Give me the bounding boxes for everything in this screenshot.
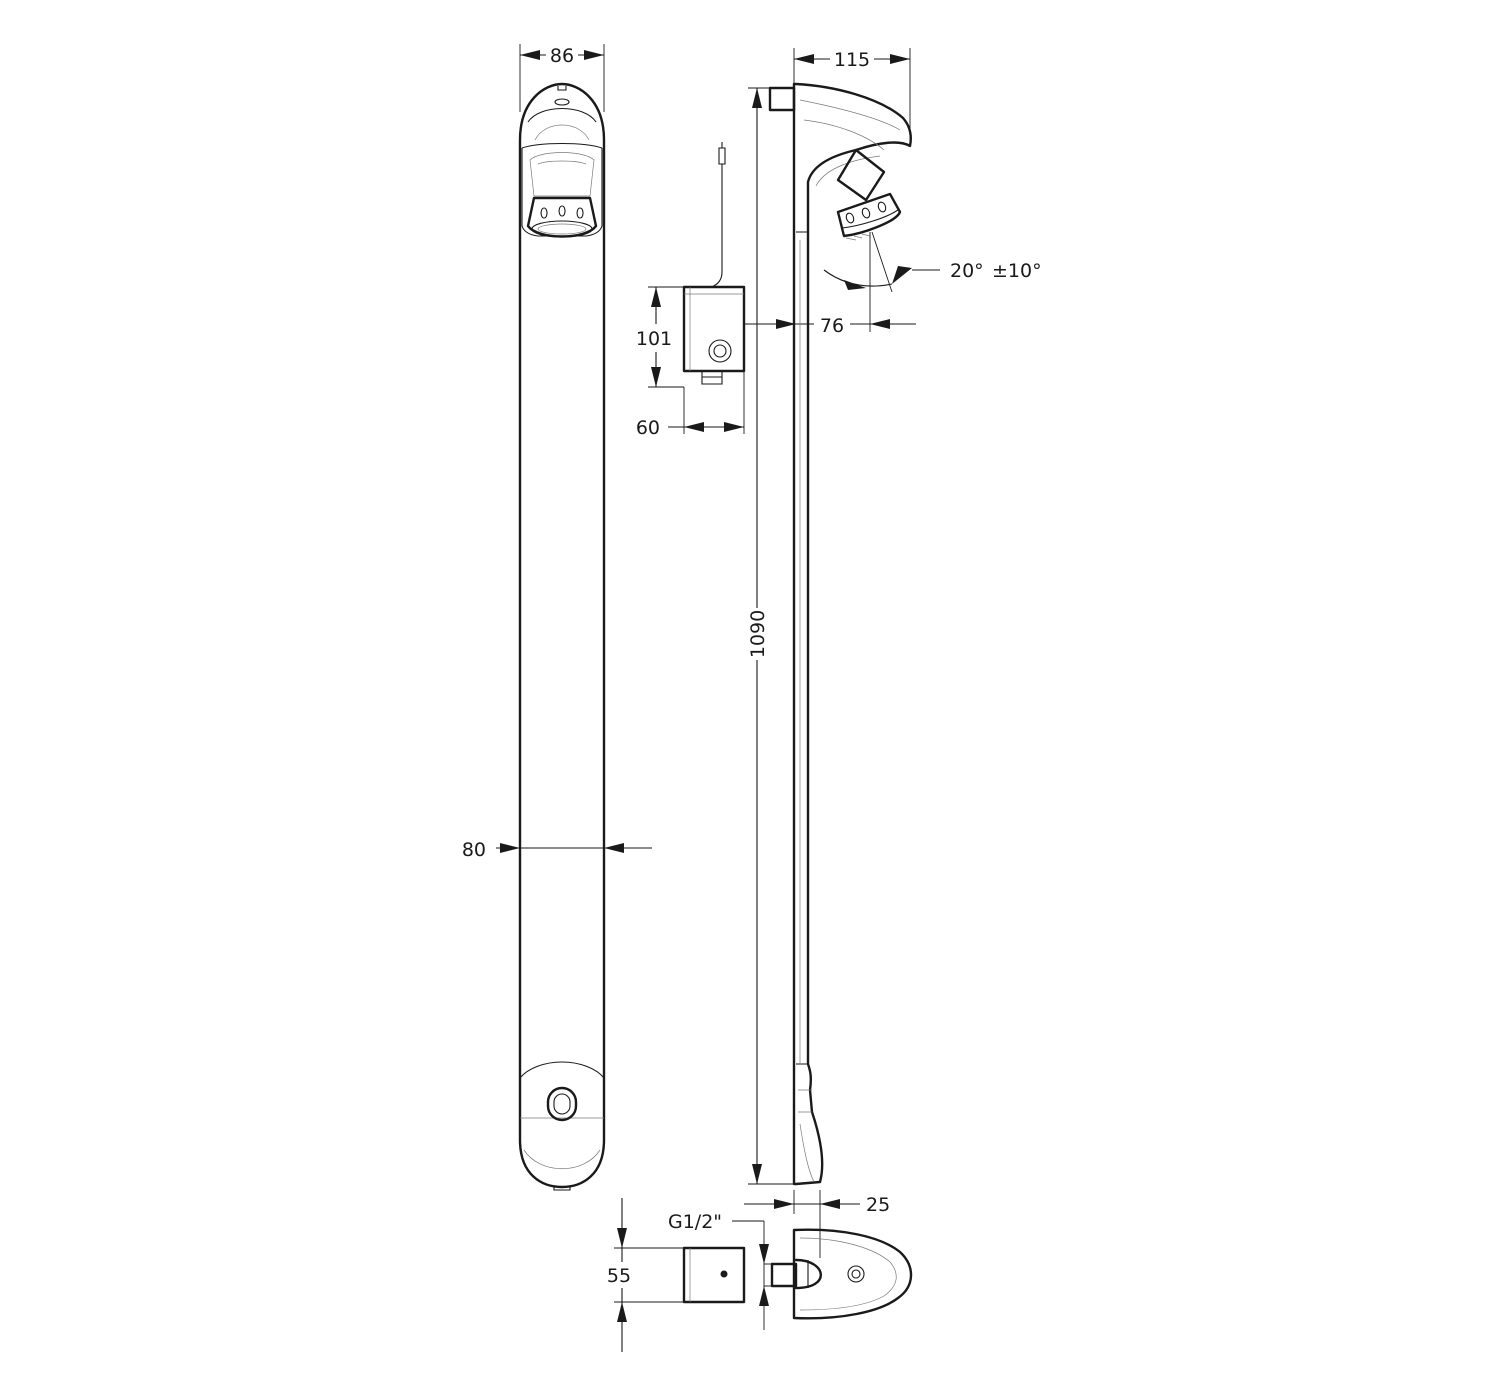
side-top-cap bbox=[768, 86, 796, 112]
dim-overall-height: 1090 bbox=[744, 87, 794, 1185]
side-nozzle-1 bbox=[845, 212, 855, 224]
dim-bottom-depth: 55 bbox=[600, 1198, 684, 1352]
dim-label-1090: 1090 bbox=[747, 610, 769, 658]
dim-label-86: 86 bbox=[550, 45, 574, 67]
spray-head bbox=[526, 196, 598, 238]
control-box bbox=[682, 142, 746, 385]
spray-nozzle-1 bbox=[540, 207, 548, 219]
side-spray-head bbox=[836, 192, 902, 238]
top-cap-curve bbox=[527, 107, 597, 123]
dim-label-55: 55 bbox=[607, 1265, 631, 1287]
spray-face-inner bbox=[537, 223, 587, 235]
dim-label-25: 25 bbox=[866, 1194, 890, 1216]
dim-label-115: 115 bbox=[834, 49, 870, 71]
front-panel-outline bbox=[518, 82, 606, 1189]
top-screw bbox=[554, 98, 570, 106]
bottom-module-curve bbox=[523, 1149, 601, 1169]
cable-connector bbox=[718, 142, 726, 165]
control-box-body bbox=[682, 285, 746, 373]
dim-front-width-top: 86 bbox=[519, 42, 605, 112]
control-box-button-outer bbox=[708, 339, 732, 363]
front-view bbox=[518, 82, 606, 1191]
dim-label-60: 60 bbox=[636, 417, 660, 439]
dim-label-angle: 20° bbox=[950, 260, 984, 282]
push-button-outer bbox=[546, 1086, 578, 1122]
dim-label-101: 101 bbox=[636, 328, 672, 350]
bottom-notch bbox=[553, 1186, 571, 1191]
dim-label-angle-tolerance: ±10° bbox=[992, 260, 1042, 282]
side-nozzle-3 bbox=[877, 201, 887, 213]
control-box-button-inner bbox=[713, 344, 727, 358]
dim-thread: G1/2" bbox=[668, 1211, 772, 1330]
inlet-fitting bbox=[770, 1262, 798, 1288]
dim-side-depth-top: 115 bbox=[793, 46, 911, 146]
panel-bottom-view bbox=[792, 1228, 913, 1320]
top-notch bbox=[557, 86, 567, 91]
spray-nozzle-3 bbox=[576, 207, 584, 219]
bottom-views bbox=[682, 1228, 913, 1320]
dim-bottom-offset: 25 bbox=[744, 1190, 890, 1258]
dim-box-width: 60 bbox=[636, 371, 745, 439]
dim-label-76: 76 bbox=[820, 315, 844, 337]
box-bottom-view bbox=[682, 1246, 746, 1304]
side-panel-joints bbox=[796, 231, 808, 1065]
dim-panel-width: 80 bbox=[462, 839, 652, 861]
cable-bend bbox=[711, 271, 723, 288]
dim-angle: 20° ±10° bbox=[823, 231, 1042, 332]
top-cap-inner-curve bbox=[534, 124, 590, 141]
spray-face bbox=[531, 220, 593, 238]
inlet-elbow bbox=[794, 1258, 822, 1290]
dim-label-thread: G1/2" bbox=[668, 1211, 722, 1233]
push-button-inner bbox=[553, 1093, 571, 1115]
side-nozzle-2 bbox=[861, 207, 871, 219]
control-box-fitting bbox=[701, 371, 723, 385]
spray-nozzle-2 bbox=[558, 205, 566, 217]
head-recess bbox=[529, 152, 595, 197]
side-head-neck bbox=[836, 148, 886, 202]
bottom-button bbox=[847, 1265, 865, 1283]
box-bottom-hole bbox=[720, 1270, 728, 1278]
side-panel-outline bbox=[792, 82, 912, 1186]
head-recess-line bbox=[537, 160, 587, 165]
dim-box-height: 101 bbox=[634, 286, 684, 388]
head-housing-top bbox=[521, 142, 603, 149]
dim-head-offset: 76 bbox=[744, 312, 916, 338]
side-view bbox=[768, 82, 912, 1186]
dim-label-80: 80 bbox=[462, 839, 486, 861]
bottom-module-top bbox=[519, 1061, 605, 1079]
